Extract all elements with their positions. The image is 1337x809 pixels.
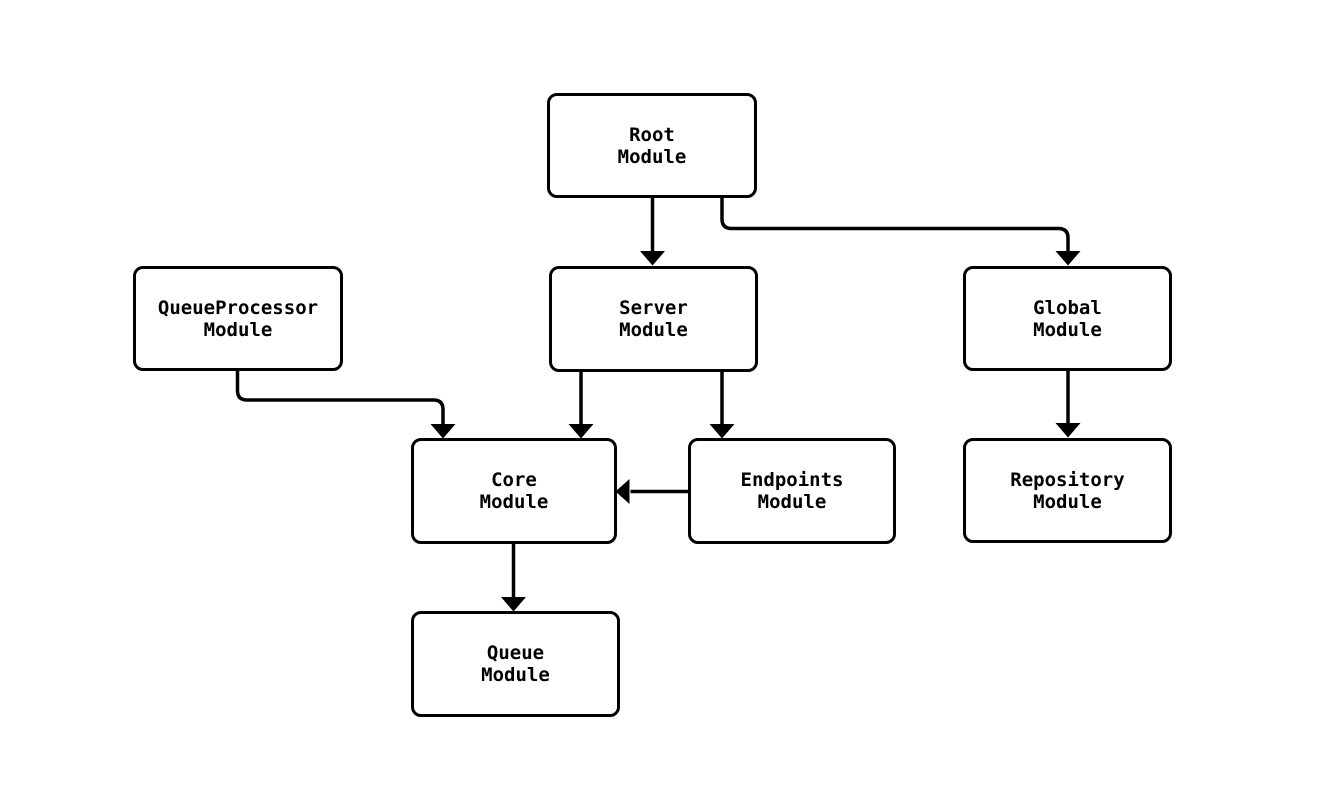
node-core-module: Core Module [411, 438, 617, 544]
node-label-line2: Module [757, 491, 827, 513]
edge-server-to-endpoints [709, 372, 735, 439]
edge-root-to-global [720, 198, 1081, 266]
arrowhead-down [640, 251, 665, 266]
arrowhead-left [615, 479, 630, 504]
node-label-line2: Module [617, 145, 687, 168]
edge-core-to-queue [501, 544, 526, 612]
node-label-line1: QueueProcessor [157, 296, 319, 319]
node-label-line2: Module [619, 319, 688, 341]
edge-endpoints-to-core [615, 479, 688, 504]
node-label-line1: Global [1033, 296, 1102, 319]
node-repository-module: Repository Module [963, 438, 1172, 543]
node-global-module: Global Module [963, 266, 1172, 371]
edge-queueprocessor-to-core [235, 371, 456, 439]
node-label-line2: Module [203, 318, 273, 341]
edge-global-to-repository [1055, 371, 1081, 438]
arrowhead-down [430, 424, 456, 439]
node-label-line1: Repository [1010, 468, 1125, 491]
node-queueprocessor-module: QueueProcessor Module [133, 266, 343, 371]
arrowhead-down [1055, 423, 1081, 438]
node-queue-module: Queue Module [411, 611, 620, 717]
node-endpoints-module: Endpoints Module [688, 438, 896, 544]
edge-server-to-core [568, 372, 594, 439]
node-label-line2: Module [1033, 318, 1102, 341]
arrowhead-down [501, 597, 526, 612]
node-label-line2: Module [481, 664, 550, 686]
node-root-module: Root Module [547, 93, 757, 198]
arrowhead-down [568, 424, 594, 439]
node-server-module: Server Module [549, 266, 758, 372]
node-label-line1: Core [491, 469, 537, 491]
node-label-line1: Endpoints [740, 469, 844, 491]
node-label-line2: Module [479, 491, 549, 513]
node-label-line2: Module [1033, 490, 1102, 513]
node-label-line1: Server [619, 297, 688, 319]
node-label-line1: Root [629, 123, 675, 146]
edge-root-to-server [640, 198, 665, 266]
arrowhead-down [1055, 251, 1081, 266]
arrowhead-down [709, 424, 735, 439]
node-label-line1: Queue [486, 642, 545, 664]
